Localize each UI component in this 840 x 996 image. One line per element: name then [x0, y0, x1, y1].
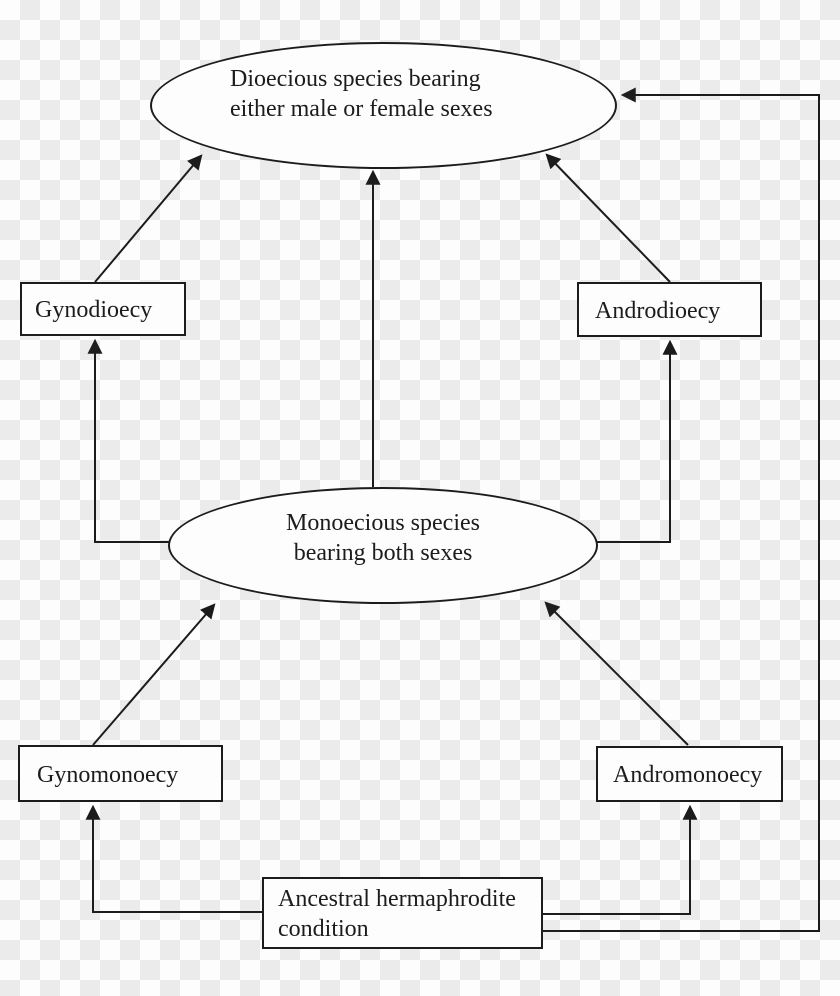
edge-androdioecy-to-dioecious: [545, 153, 671, 283]
edge-monoecious-to-androdioecy: [597, 339, 678, 543]
node-monoecious-species: Monoecious species bearing both sexes: [168, 487, 598, 604]
node-gynodioecy-label: Gynodioecy: [35, 297, 153, 323]
node-ancestral-hermaphrodite: Ancestral hermaphrodite condition: [262, 877, 543, 949]
edge-gynodioecy-to-dioecious: [94, 154, 203, 283]
node-dioecious-species: Dioecious species bearing either male or…: [150, 42, 617, 169]
edge-andromonoecy-to-monoecious: [544, 601, 689, 746]
node-andromonoecy-label: Andromonoecy: [613, 762, 763, 788]
node-andromonoecy: Andromonoecy: [596, 746, 783, 802]
edge-monoecious-to-gynodioecy: [87, 338, 170, 543]
node-androdioecy-label: Androdioecy: [595, 298, 721, 324]
edge-ancestral-to-gynomonoecy: [85, 804, 262, 913]
node-gynomonoecy-label: Gynomonoecy: [37, 762, 179, 788]
node-monoecious-label: Monoecious species bearing both sexes: [286, 510, 480, 566]
node-ancestral-label: Ancestral hermaphrodite condition: [278, 886, 516, 942]
edge-ancestral-to-dioecious: [543, 87, 820, 932]
node-gynodioecy: Gynodioecy: [20, 282, 186, 336]
node-dioecious-label: Dioecious species bearing either male or…: [230, 66, 493, 122]
edge-ancestral-to-andromonoecy: [543, 804, 698, 915]
edge-gynomonoecy-to-monoecious: [92, 603, 216, 746]
node-gynomonoecy: Gynomonoecy: [18, 745, 223, 802]
node-androdioecy: Androdioecy: [577, 282, 762, 337]
